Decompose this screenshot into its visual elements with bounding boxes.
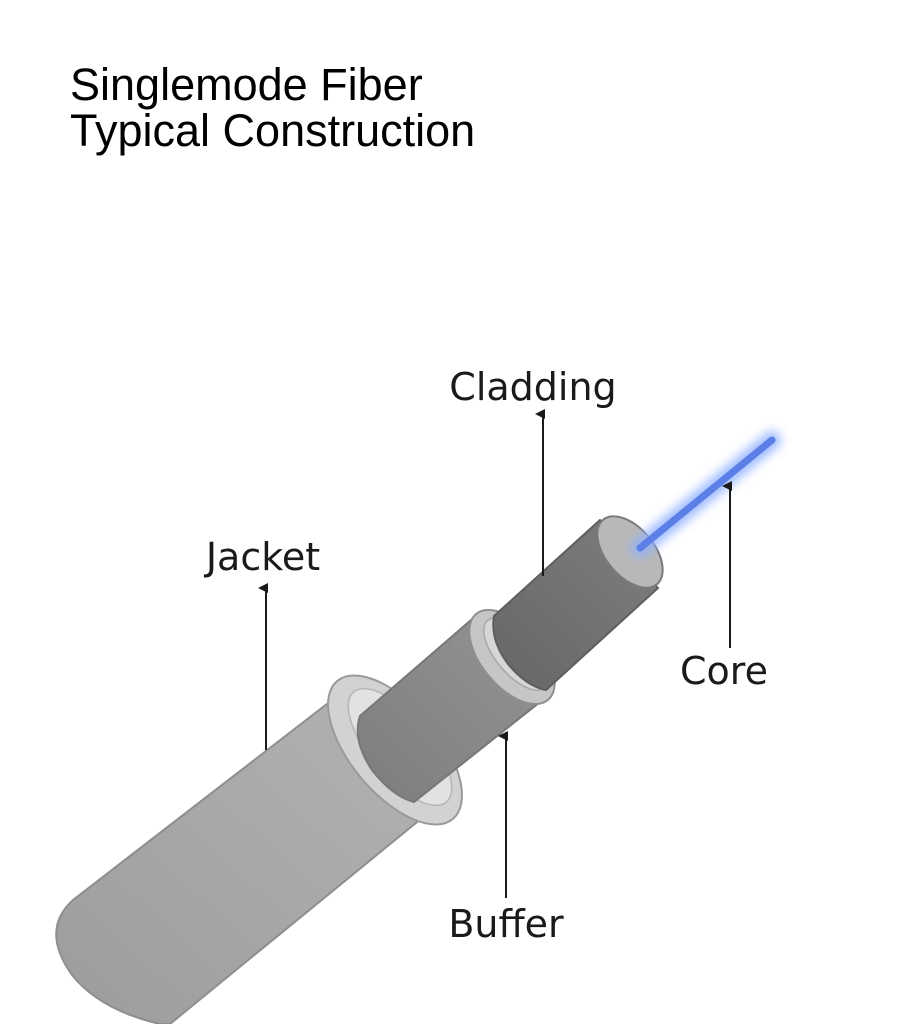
diagram-title: Singlemode Fiber Typical Construction bbox=[70, 62, 475, 154]
leader-arrows bbox=[258, 409, 732, 898]
buffer-label: Buffer bbox=[448, 902, 564, 946]
cladding-label: Cladding bbox=[449, 365, 616, 409]
jacket-label: Jacket bbox=[204, 535, 320, 579]
core-label: Core bbox=[680, 649, 768, 693]
core-fiber bbox=[636, 436, 776, 552]
core-layer bbox=[631, 431, 781, 557]
jacket-body bbox=[55, 688, 424, 1024]
title-line-1: Singlemode Fiber bbox=[70, 59, 423, 110]
title-line-2: Typical Construction bbox=[70, 105, 476, 156]
